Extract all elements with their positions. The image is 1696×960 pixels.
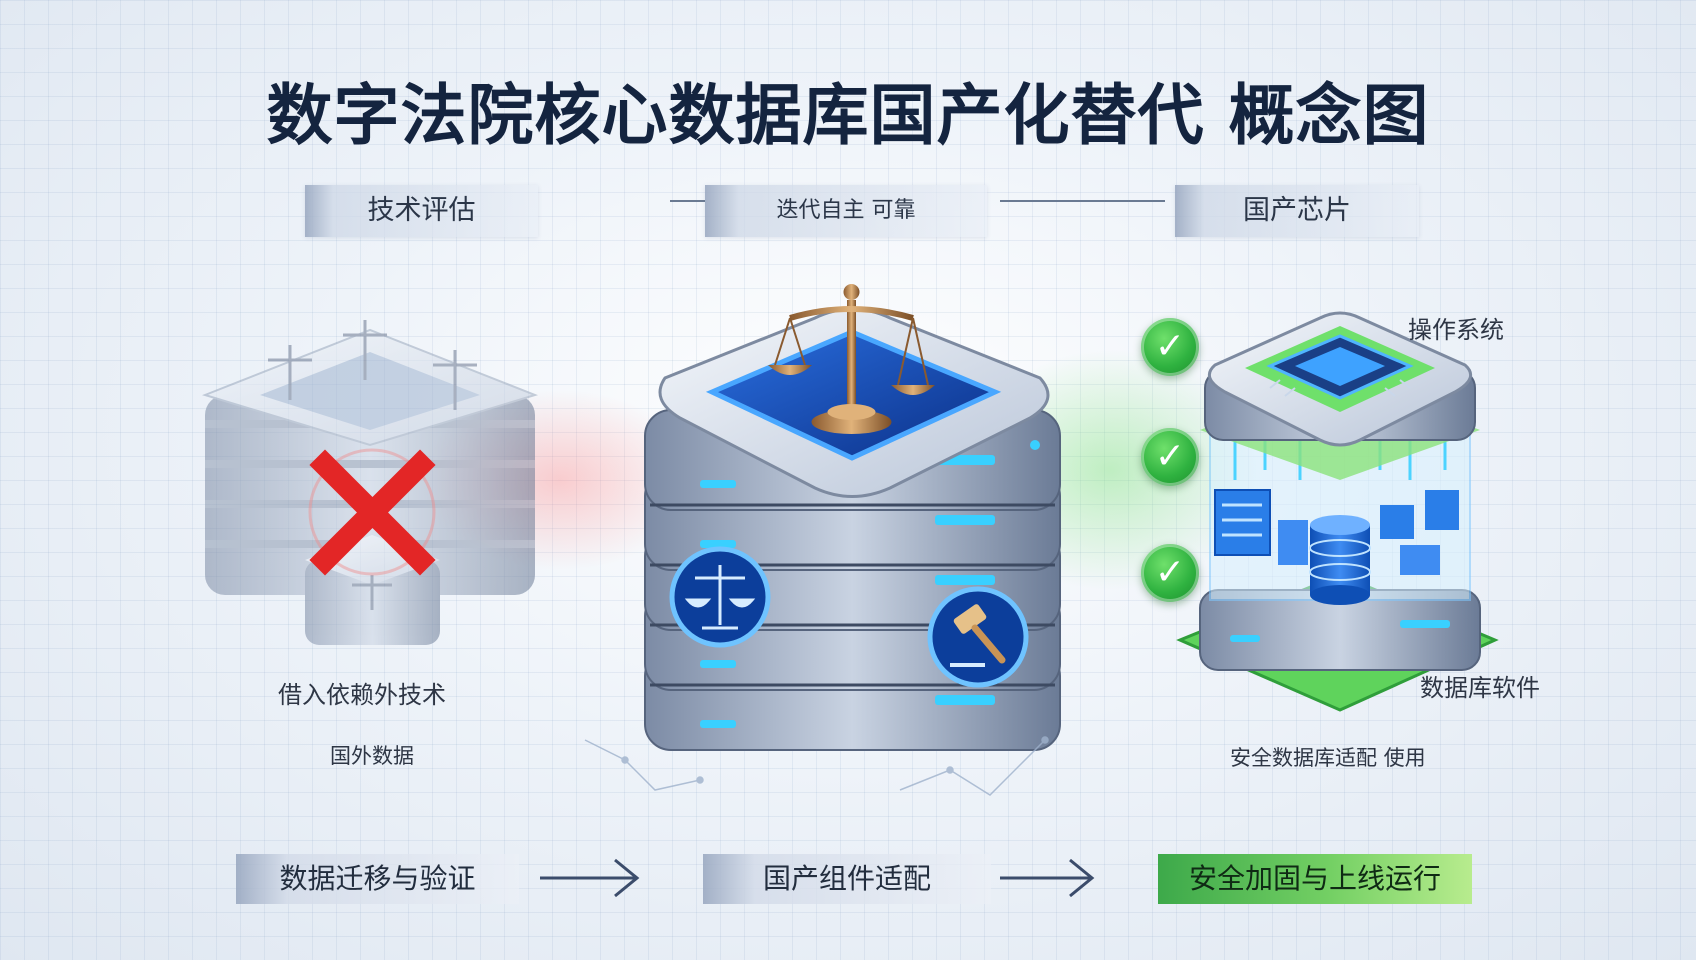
page-title: 数字法院核心数据库国产化替代 概念图	[266, 77, 1430, 154]
step-data-migration: 数据迁移与验证	[236, 854, 519, 904]
gavel-icon	[927, 586, 1029, 688]
scales-of-justice-icon	[669, 546, 771, 648]
database-icon	[1309, 515, 1371, 605]
center-server-stack	[644, 284, 1061, 751]
label-database-software: 数据库软件	[1420, 674, 1540, 702]
chip-icon	[1266, 334, 1414, 400]
arrow-right-icon	[1000, 858, 1095, 898]
checkmark-icon: ✓	[1141, 318, 1199, 376]
tag-tech-assessment: 技术评估	[305, 185, 538, 237]
arrow-right-icon	[540, 858, 640, 898]
tag-autonomy: 迭代自主 可靠	[705, 185, 987, 237]
step-component-adaptation: 国产组件适配	[703, 854, 991, 904]
label-secure-db-adaptation: 安全数据库适配 使用	[1230, 746, 1426, 770]
scales-of-justice-icon	[768, 284, 935, 434]
server-rack-icon	[1214, 489, 1271, 556]
domestic-stack	[1176, 311, 1499, 712]
cross-icon	[309, 449, 436, 576]
network-lines	[584, 736, 1049, 796]
checkmark-icon: ✓	[1141, 428, 1199, 486]
label-operating-system: 操作系统	[1408, 316, 1504, 344]
step-security-launch: 安全加固与上线运行	[1158, 854, 1472, 904]
tag-domestic-chip: 国产芯片	[1175, 185, 1419, 237]
label-foreign-dependency: 借入依赖外技术	[278, 681, 446, 709]
checkmark-icon: ✓	[1141, 544, 1199, 602]
legacy-server-stack	[201, 320, 539, 645]
label-foreign-data: 国外数据	[330, 744, 414, 768]
